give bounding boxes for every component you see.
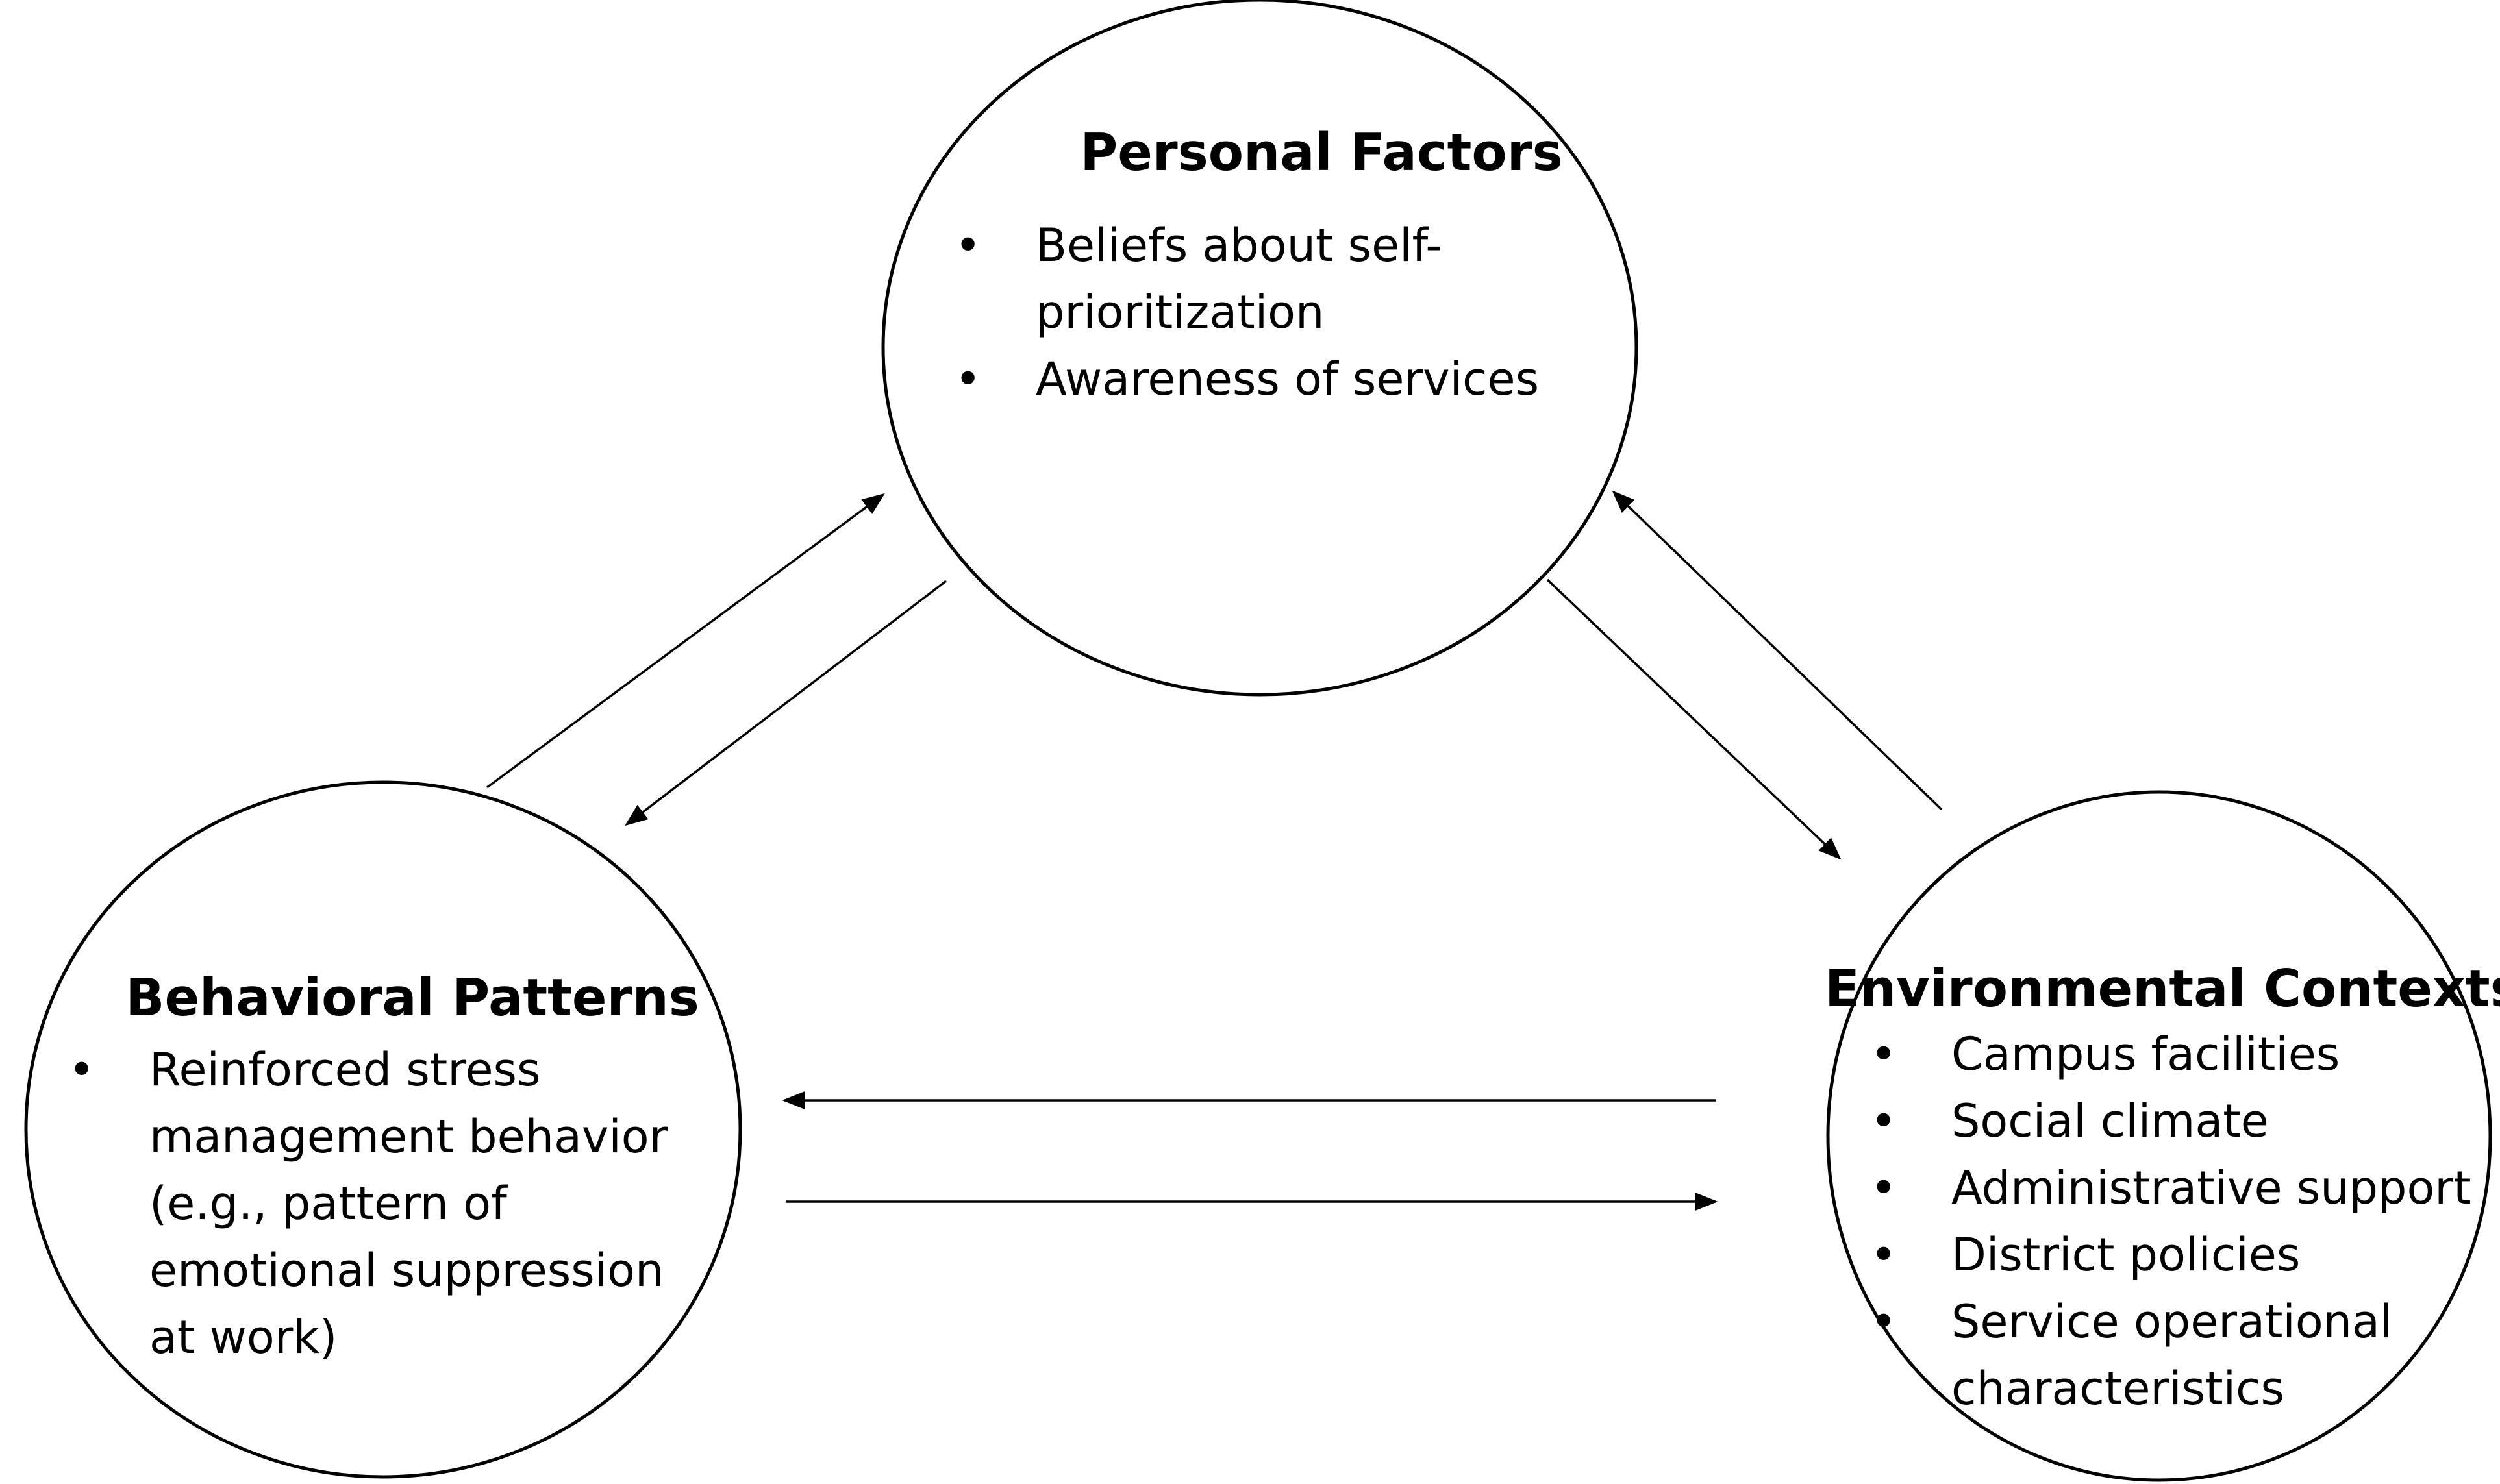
- personal-factors-item: Awareness of services: [955, 346, 1649, 413]
- environmental-contexts-item: Administrative support: [1870, 1155, 2500, 1222]
- environmental-contexts-item: Campus facilities: [1870, 1021, 2500, 1088]
- environmental-contexts-item: Service operational characteristics: [1870, 1289, 2500, 1422]
- environmental-contexts-item-text: Social climate: [1951, 1094, 2269, 1148]
- behavioral-patterns-list: Reinforced stress management behavior (e…: [68, 1037, 718, 1371]
- environmental-contexts-item-text: Campus facilities: [1951, 1028, 2340, 1081]
- behavioral-patterns-title: Behavioral Patterns: [125, 968, 699, 1028]
- arrow-environmental-to-personal: [1612, 490, 1943, 811]
- personal-factors-item-text: Beliefs about self-prioritization: [1036, 219, 1442, 339]
- environmental-contexts-node: Environmental Contexts Campus facilities…: [1812, 956, 2500, 1422]
- personal-factors-list: Beliefs about self-prioritization Awaren…: [955, 212, 1649, 413]
- environmental-contexts-item-text: Service operational characteristics: [1951, 1295, 2393, 1415]
- behavioral-patterns-item: Reinforced stress management behavior (e…: [68, 1037, 718, 1371]
- environmental-contexts-list: Campus facilities Social climate Adminis…: [1870, 1021, 2500, 1422]
- environmental-contexts-item: Social climate: [1870, 1088, 2500, 1155]
- behavioral-patterns-node: Behavioral Patterns Reinforced stress ma…: [68, 965, 718, 1371]
- personal-factors-item: Beliefs about self-prioritization: [955, 212, 1649, 346]
- behavioral-patterns-item-text: Reinforced stress management behavior (e…: [149, 1043, 668, 1364]
- environmental-contexts-title: Environmental Contexts: [1825, 959, 2500, 1019]
- arrow-personal-to-environmental: [1546, 578, 1842, 860]
- environmental-contexts-item-text: Administrative support: [1951, 1161, 2471, 1215]
- personal-factors-node: Personal Factors Beliefs about self-prio…: [955, 120, 1649, 413]
- arrow-personal-to-behavioral: [625, 580, 947, 826]
- environmental-contexts-item-text: District policies: [1951, 1228, 2301, 1281]
- arrow-behavioral-to-personal: [486, 493, 885, 789]
- personal-factors-title: Personal Factors: [1080, 123, 1563, 182]
- personal-factors-item-text: Awareness of services: [1036, 352, 1540, 406]
- behavioral-patterns-circle: [24, 780, 742, 1479]
- environmental-contexts-item: District policies: [1870, 1222, 2500, 1289]
